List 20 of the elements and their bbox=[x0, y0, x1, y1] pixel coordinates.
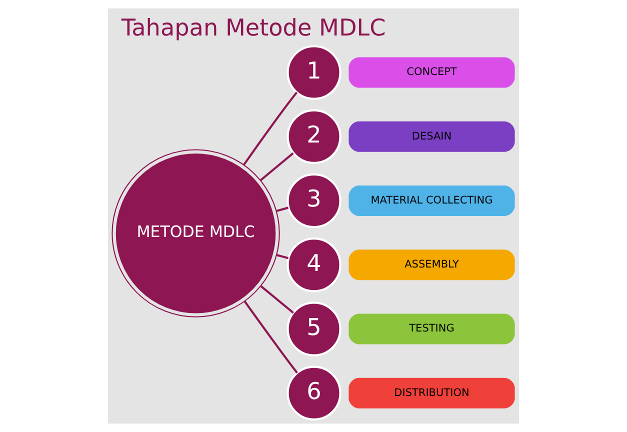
node-box: ASSEMBLY bbox=[348, 250, 515, 280]
node-circle: METODE MDLC bbox=[112, 149, 280, 318]
connector bbox=[244, 300, 298, 374]
diagram-title: Tahapan Metode MDLC bbox=[121, 15, 386, 42]
connector bbox=[260, 152, 294, 181]
connector bbox=[276, 254, 289, 260]
node-circle: 4 bbox=[286, 238, 342, 292]
node-circle: 5 bbox=[286, 302, 342, 356]
node-circle: 2 bbox=[286, 109, 342, 164]
node-box: CONCEPT bbox=[348, 57, 515, 88]
node-box: DISTRIBUTION bbox=[348, 378, 515, 408]
node-circle: 6 bbox=[286, 366, 342, 420]
connector bbox=[260, 285, 294, 314]
node-box: MATERIAL COLLECTING bbox=[348, 186, 515, 216]
node-circle: 1 bbox=[286, 45, 342, 100]
connector bbox=[276, 206, 289, 212]
node-box: DESAIN bbox=[348, 121, 515, 152]
node-circle: 3 bbox=[286, 173, 342, 228]
node-box: TESTING bbox=[348, 314, 515, 344]
connector bbox=[243, 92, 298, 166]
